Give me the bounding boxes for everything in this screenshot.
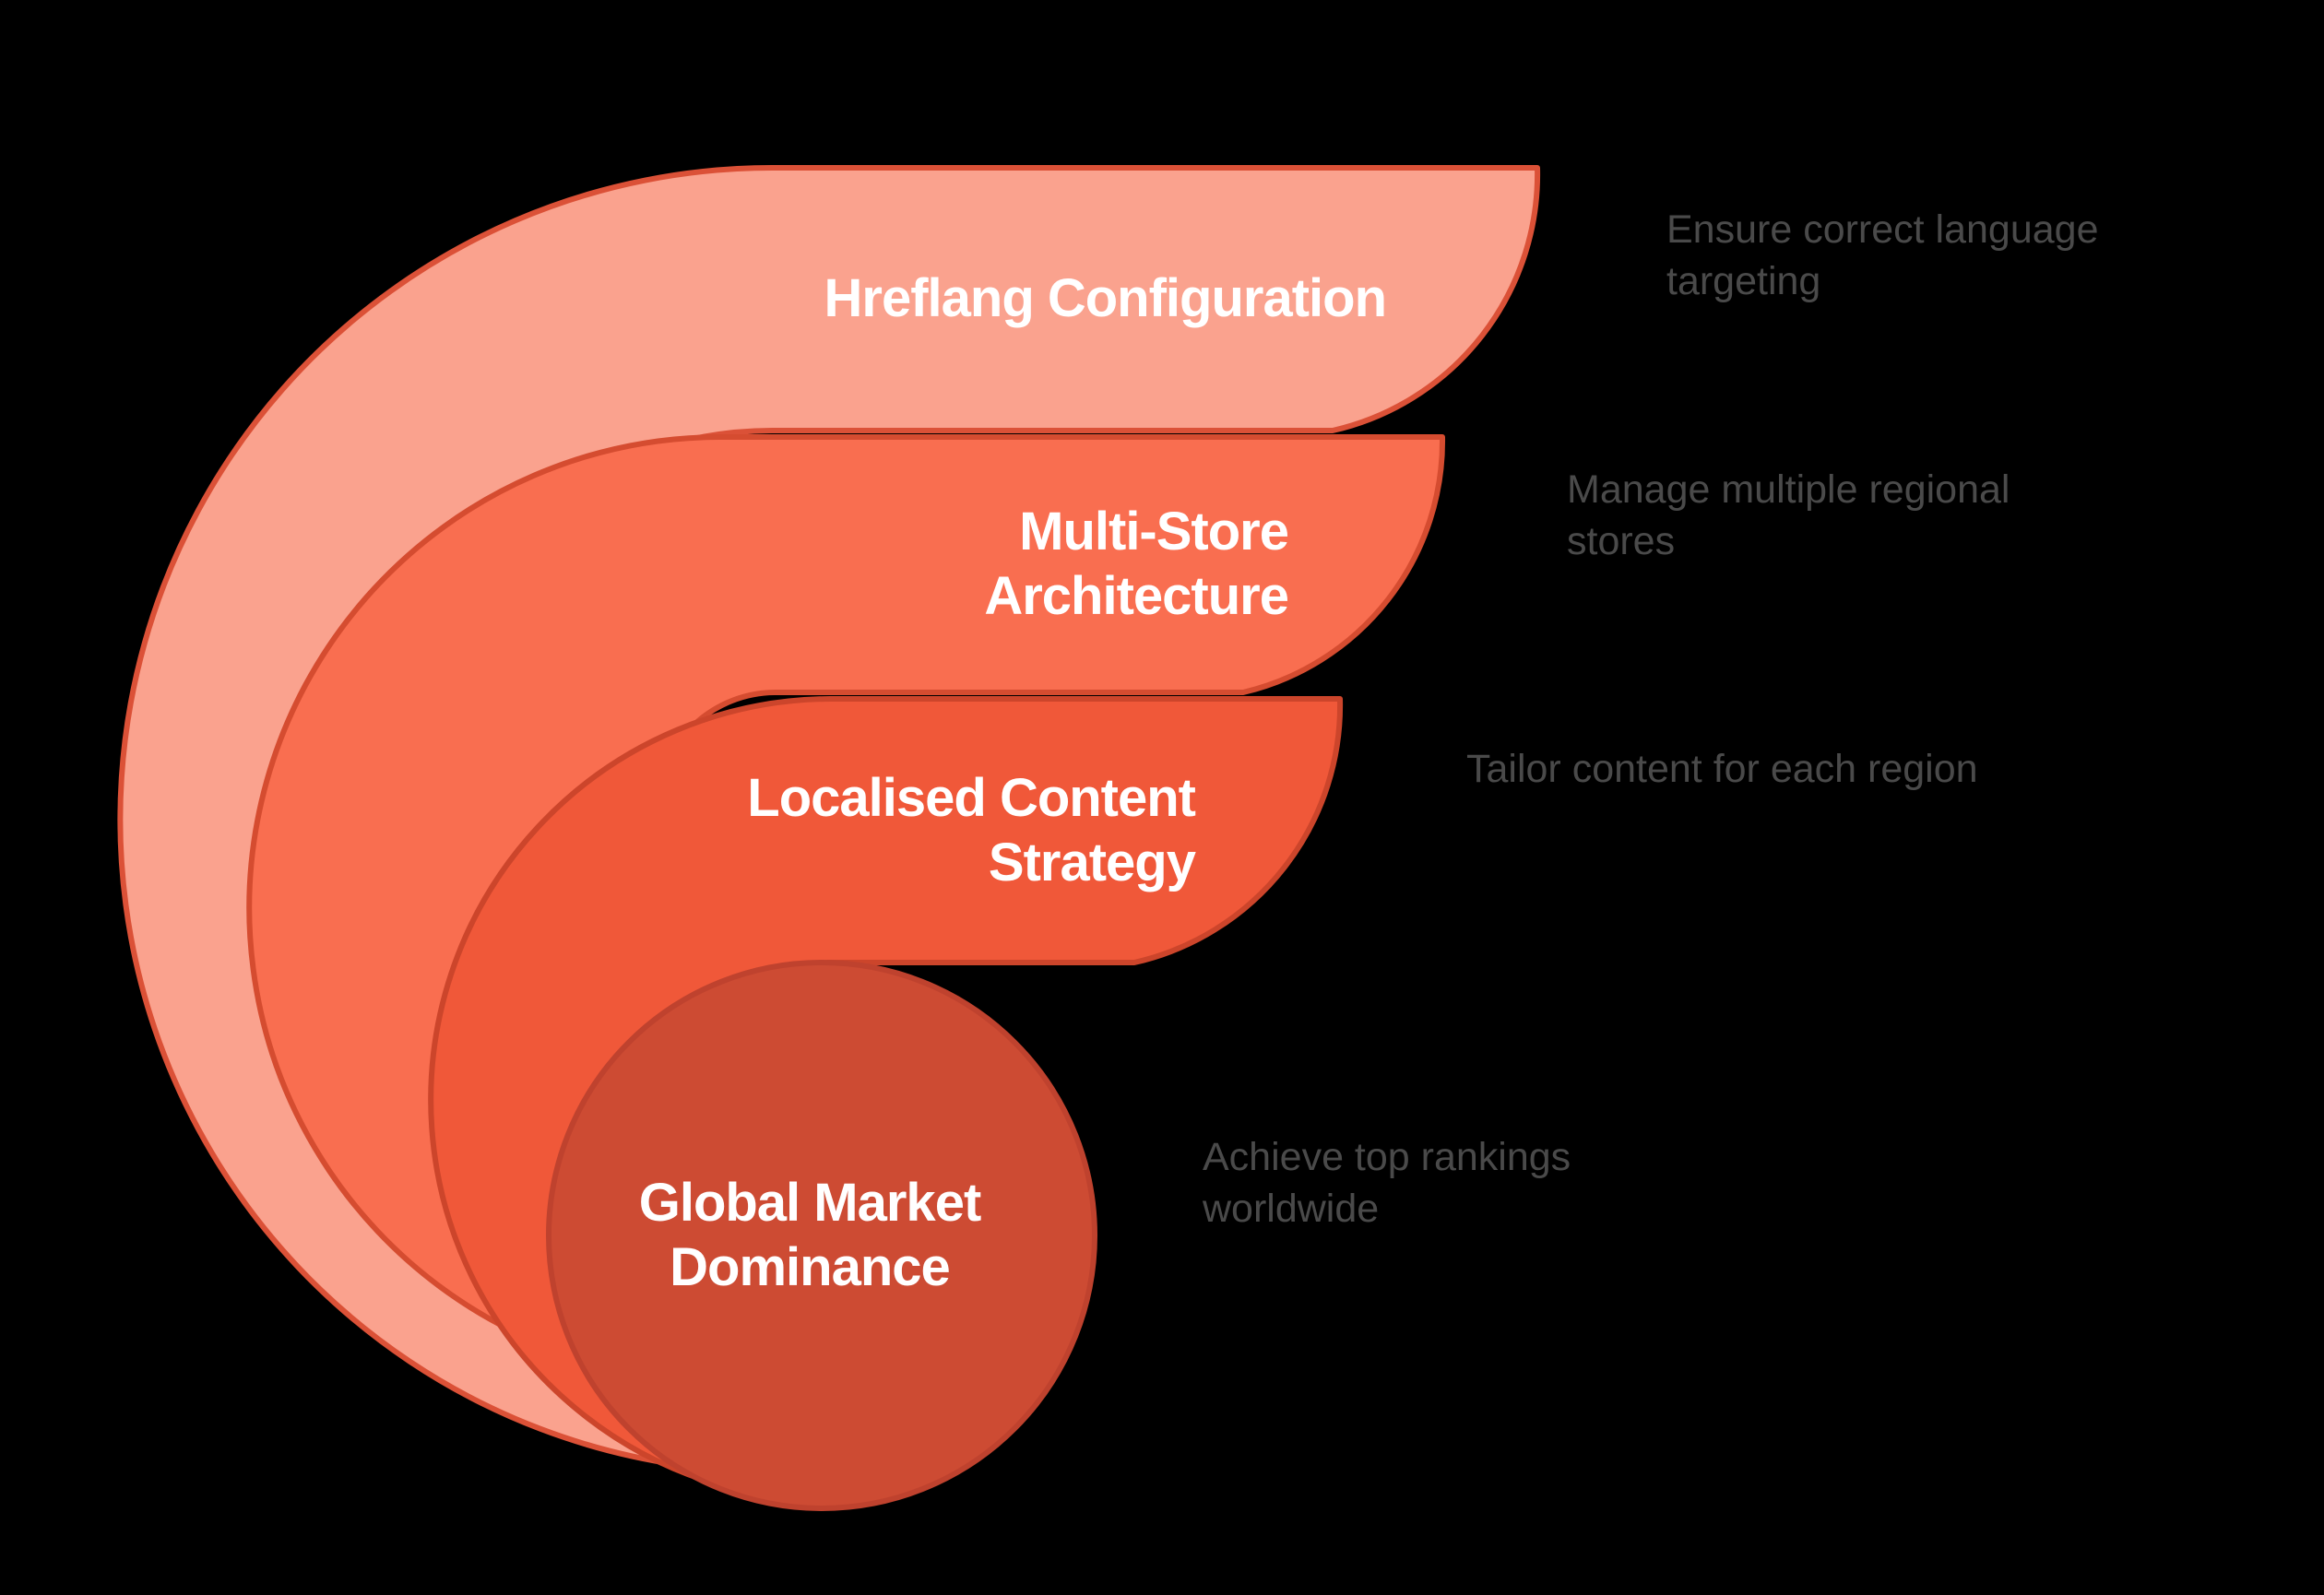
layer-1-annotation-line: Ensure correct language	[1666, 207, 2099, 252]
layer-2-label-line: Multi-Store	[1019, 502, 1289, 561]
layer-2-label-line: Architecture	[984, 566, 1289, 626]
layer-1-label: Hreflang Configuration	[814, 266, 1387, 331]
layer-4-label-line: Global Market	[638, 1173, 982, 1233]
layer-2-label: Multi-Store Architecture	[717, 500, 1289, 629]
layer-1-label-line: Hreflang Configuration	[824, 268, 1387, 328]
layer-3-label: Localised Content Strategy	[623, 766, 1196, 895]
layer-2-annotation-line: Manage multiple regional	[1567, 467, 2010, 512]
layer-4-annotation: Achieve top rankings worldwide	[1203, 1131, 1848, 1235]
layer-1-annotation-line: targeting	[1666, 259, 1821, 303]
layer-2-annotation-line: stores	[1567, 519, 1676, 563]
layer-3-label-line: Localised Content	[747, 768, 1196, 828]
layer-4-annotation-line: Achieve top rankings	[1203, 1135, 1571, 1179]
layer-2-annotation: Manage multiple regional stores	[1567, 464, 2212, 567]
layer-4-label: Global Market Dominance	[533, 1171, 1086, 1300]
funnel-layer-4-shape	[546, 960, 1097, 1511]
layer-4-annotation-line: worldwide	[1203, 1187, 1380, 1231]
layer-1-annotation: Ensure correct language targeting	[1666, 204, 2312, 307]
layer-3-annotation-line: Tailor content for each region	[1466, 747, 1978, 791]
layer-4-label-line: Dominance	[670, 1237, 951, 1297]
layer-3-label-line: Strategy	[988, 833, 1196, 892]
layer-3-annotation: Tailor content for each region	[1466, 743, 2112, 795]
